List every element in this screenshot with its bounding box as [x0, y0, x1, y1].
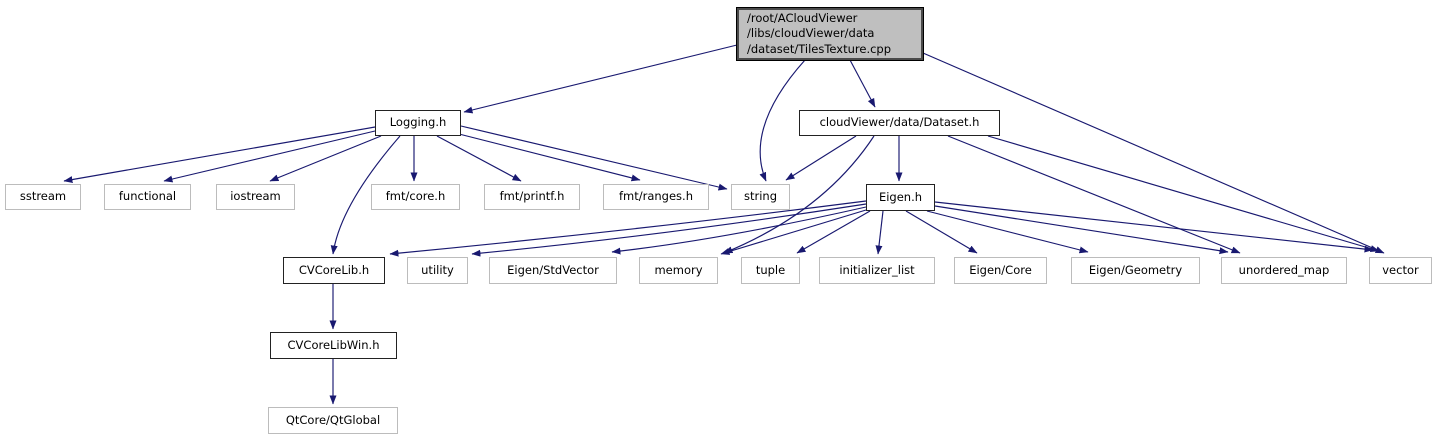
edge-dataset-memory [723, 135, 875, 254]
edge-eigen-memory [720, 209, 867, 255]
edge-root-string [759, 59, 806, 182]
node-functional: functional [104, 184, 191, 210]
node-fmtranges: fmt/ranges.h [603, 184, 709, 210]
edge-logging-functional [163, 130, 376, 183]
node-eigengeom: Eigen/Geometry [1071, 257, 1200, 284]
node-eigen[interactable]: Eigen.h [866, 184, 935, 211]
edge-eigen-utility [471, 203, 867, 257]
edge-logging-iostream [269, 135, 382, 182]
node-tuple: tuple [741, 257, 800, 284]
node-fmtcore: fmt/core.h [371, 184, 460, 210]
edge-eigen-stdvector [611, 206, 867, 255]
node-qtglobal: QtCore/QtGlobal [268, 407, 398, 434]
edge-dataset-vector [987, 135, 1380, 252]
node-root: /root/ACloudViewer /libs/cloudViewer/dat… [736, 7, 924, 61]
edge-root-dataset [849, 59, 876, 108]
edge-eigen-unorderedmap [934, 205, 1229, 255]
edge-root-vector [922, 52, 1385, 254]
edge-dataset-string [785, 135, 857, 181]
node-fmtprintf: fmt/printf.h [484, 184, 580, 210]
node-vector: vector [1369, 257, 1432, 284]
node-utility: utility [407, 257, 468, 284]
edge-eigen-cvcorelib [389, 200, 867, 257]
node-initlist: initializer_list [819, 257, 935, 284]
node-unorderedmap: unordered_map [1221, 257, 1347, 284]
edge-logging-cvcorelib [330, 135, 401, 255]
node-sstream: sstream [5, 184, 81, 210]
node-stdvector: Eigen/StdVector [489, 257, 617, 284]
edge-logging-string [460, 125, 728, 191]
edge-root-logging [463, 44, 738, 114]
node-logging[interactable]: Logging.h [375, 110, 461, 136]
node-dataset[interactable]: cloudViewer/data/Dataset.h [799, 110, 1000, 136]
edge-logging-sstream [63, 126, 376, 183]
node-iostream: iostream [216, 184, 295, 210]
edge-eigen-eigencore [905, 210, 978, 254]
edge-logging-fmtranges [458, 133, 641, 182]
node-cvcorelibwin[interactable]: CVCoreLibWin.h [270, 332, 397, 359]
edge-eigen-tuple [796, 210, 871, 254]
node-eigencore: Eigen/Core [954, 257, 1047, 284]
edge-eigen-initlist [875, 210, 884, 255]
node-cvcorelib[interactable]: CVCoreLib.h [283, 257, 385, 284]
edge-eigen-eigengeom [926, 210, 1089, 254]
node-memory: memory [639, 257, 718, 284]
node-string: string [731, 184, 790, 210]
edge-dataset-unorderedmap [947, 135, 1241, 254]
edge-logging-fmtprintf [436, 135, 522, 182]
edge-eigen-vector [934, 201, 1374, 253]
